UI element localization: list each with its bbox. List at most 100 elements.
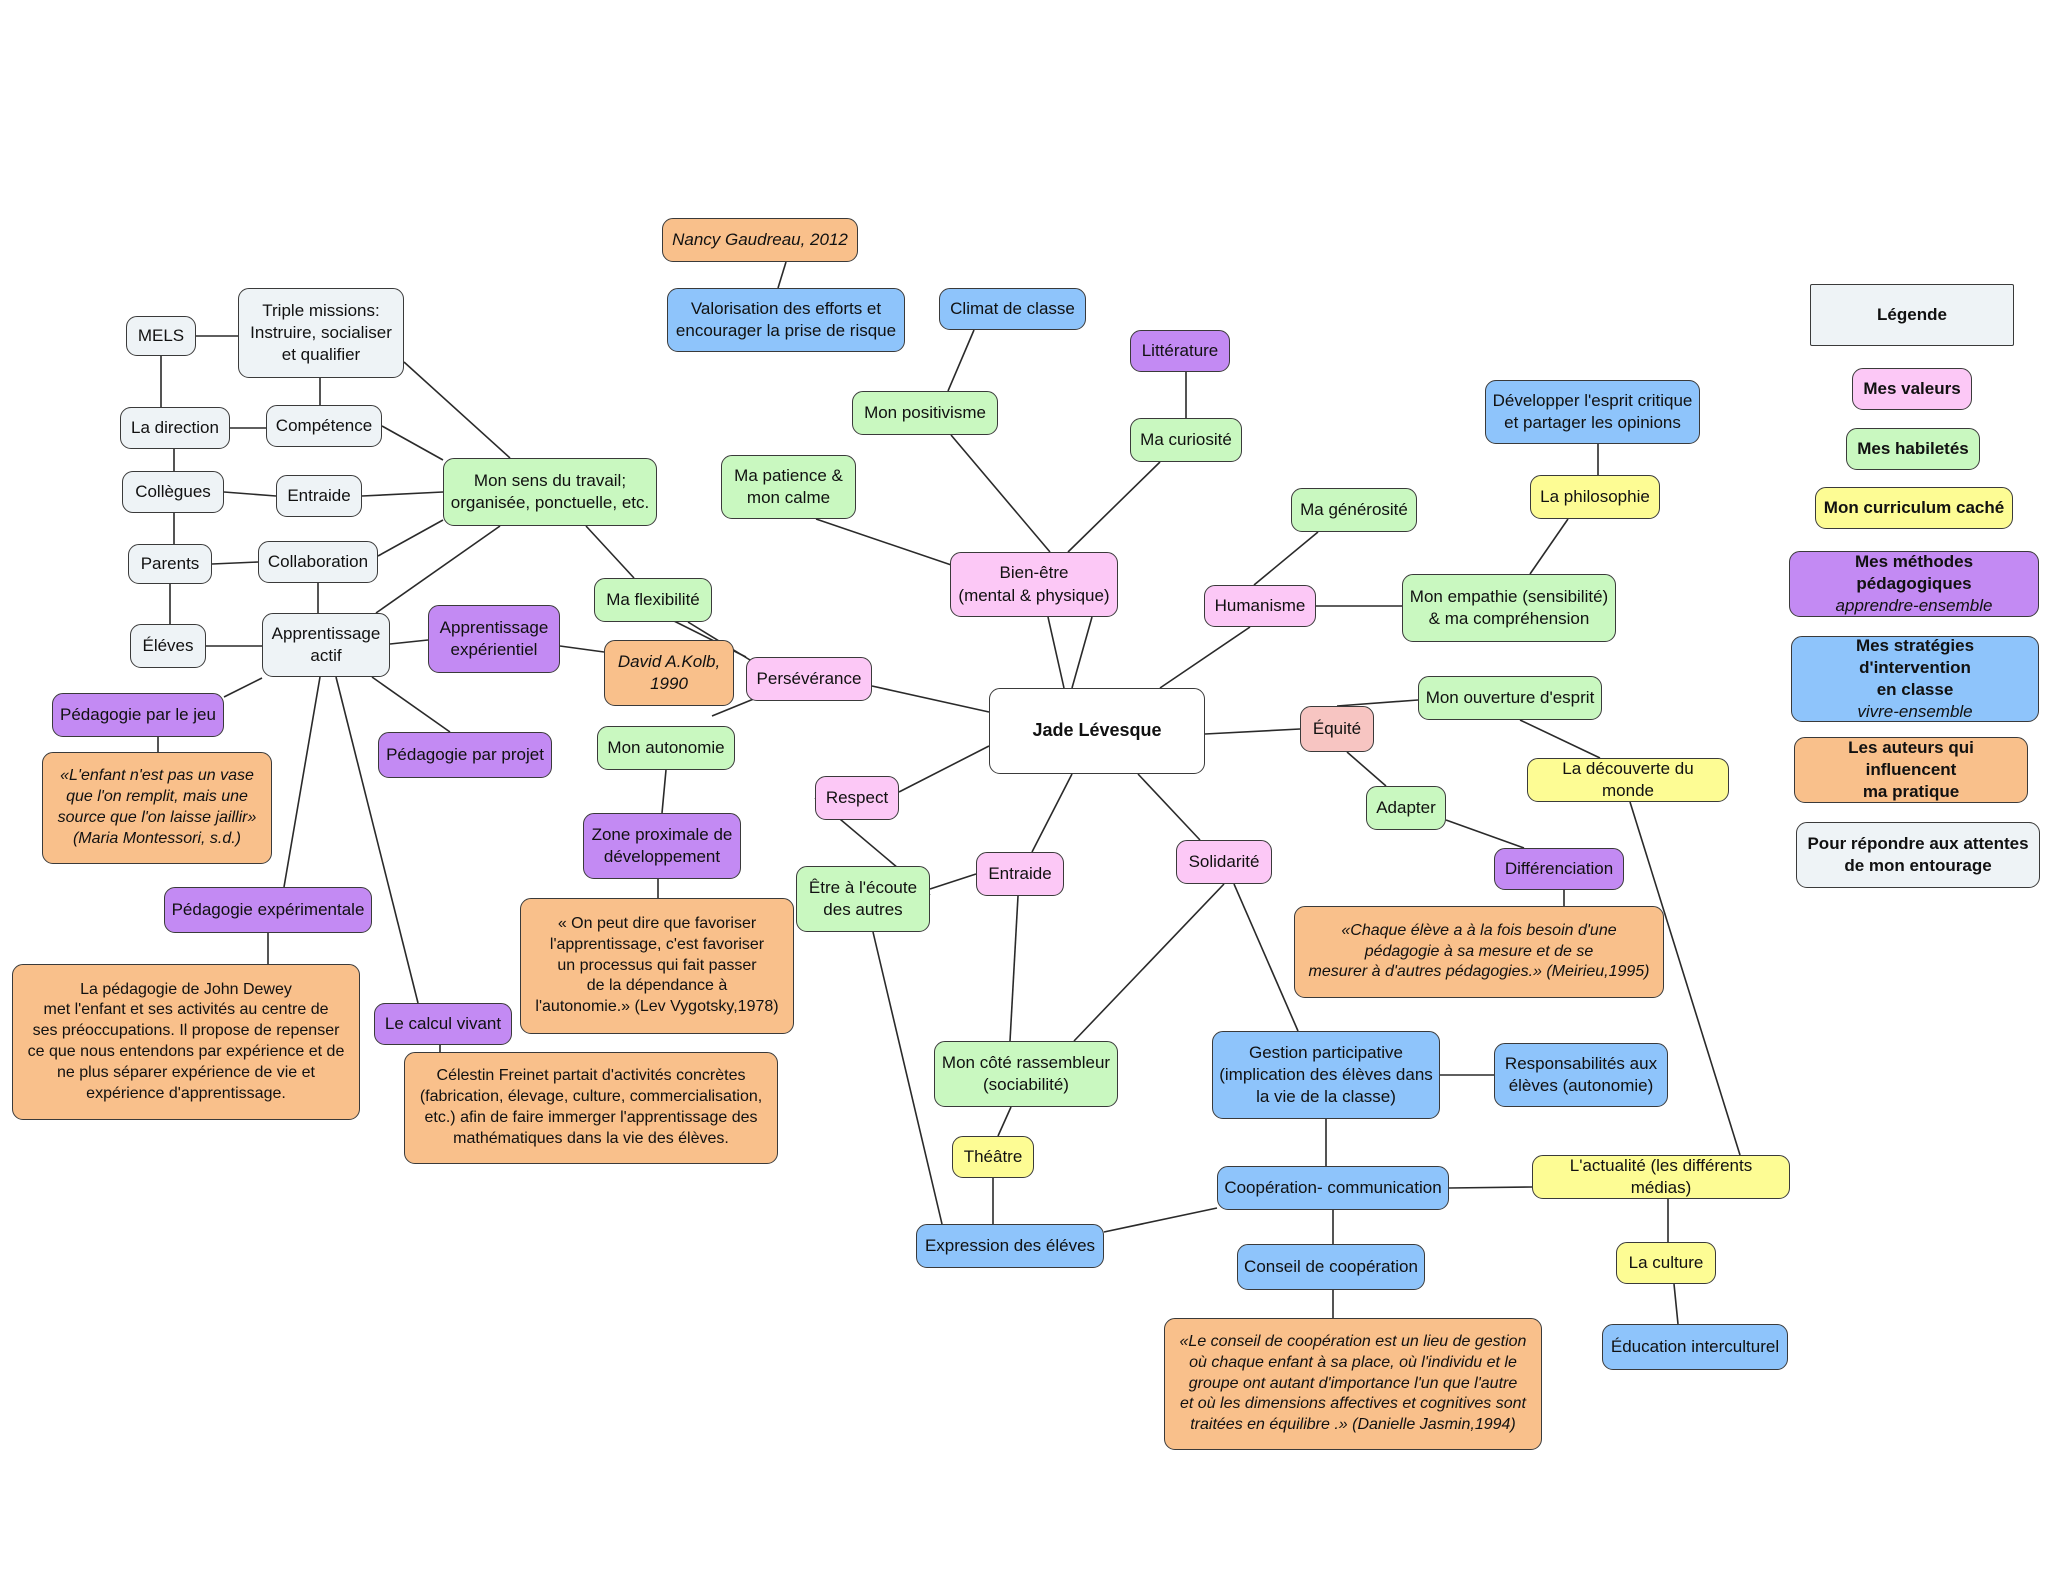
node-theatre[interactable]: Théâtre xyxy=(952,1136,1034,1178)
connector-line xyxy=(1067,461,1161,553)
legend-label: Mes valeurs xyxy=(1863,378,1961,398)
node-label: Éducation interculturel xyxy=(1610,1336,1780,1356)
node-label: Pédagogie par projet xyxy=(386,744,544,764)
node-quote-freinet[interactable]: Célestin Freinet partait d'activités con… xyxy=(404,1052,778,1164)
node-label: Développer l'esprit critique et partager… xyxy=(1492,390,1693,432)
node-quote-dewey[interactable]: La pédagogie de John Dewey met l'enfant … xyxy=(12,964,360,1120)
node-education-interculturel[interactable]: Éducation interculturel xyxy=(1602,1324,1788,1370)
node-label: La culture xyxy=(1628,1252,1704,1272)
node-ma-curiosite[interactable]: Ma curiosité xyxy=(1130,418,1242,462)
node-david-kolb[interactable]: David A.Kolb, 1990 xyxy=(604,640,734,706)
node-mon-autonomie[interactable]: Mon autonomie xyxy=(597,726,735,770)
node-competence[interactable]: Compétence xyxy=(266,405,382,447)
connector-line xyxy=(1253,531,1319,586)
node-entraide-center[interactable]: Entraide xyxy=(976,852,1064,896)
node-label: Triple missions: Instruire, socialiser e… xyxy=(250,300,392,365)
node-label: Climat de classe xyxy=(950,298,1075,318)
connector-line xyxy=(381,425,444,461)
node-responsabilites-aux-eleves[interactable]: Responsabilités aux élèves (autonomie) xyxy=(1494,1043,1668,1107)
node-la-decouverte-du-monde[interactable]: La découverte du monde xyxy=(1527,758,1729,802)
node-label: Mon empathie (sensibilité) & ma compréhe… xyxy=(1409,586,1609,628)
node-etre-a-l-ecoute[interactable]: Être à l'écoute des autres xyxy=(796,866,930,932)
node-collegues[interactable]: Collègues xyxy=(122,471,224,513)
node-zone-proximale[interactable]: Zone proximale de développement xyxy=(583,813,741,879)
connector-line xyxy=(1159,626,1251,689)
connector-line xyxy=(997,1106,1012,1137)
node-eleves[interactable]: Éléves xyxy=(130,624,206,668)
node-label: MELS xyxy=(137,325,185,345)
node-climat-de-classe[interactable]: Climat de classe xyxy=(939,288,1086,330)
node-mon-positivisme[interactable]: Mon positivisme xyxy=(852,391,998,435)
node-mon-cote-rassembleur[interactable]: Mon côté rassembleur (sociabilité) xyxy=(934,1041,1118,1107)
node-nancy-gaudreau[interactable]: Nancy Gaudreau, 2012 xyxy=(662,218,858,262)
node-label: « On peut dire que favoriser l'apprentis… xyxy=(535,915,779,1016)
node-adapter[interactable]: Adapter xyxy=(1366,786,1446,830)
node-label: Mon sens du travail; organisée, ponctuel… xyxy=(450,470,650,512)
node-la-philosophie[interactable]: La philosophie xyxy=(1530,475,1660,519)
node-pedagogie-experimentale[interactable]: Pédagogie expérimentale xyxy=(164,887,372,933)
node-label: Ma générosité xyxy=(1300,499,1408,519)
connector-line xyxy=(872,931,943,1225)
node-valorisation[interactable]: Valorisation des efforts et encourager l… xyxy=(667,288,905,352)
connector-line xyxy=(1529,518,1569,575)
connector-line xyxy=(898,745,990,793)
node-apprentissage-experientiel[interactable]: Apprentissage expérientiel xyxy=(428,605,560,673)
center-node-jade-levesque[interactable]: Jade Lévesque xyxy=(989,688,1205,774)
node-ma-generosite[interactable]: Ma générosité xyxy=(1291,488,1417,532)
node-label: Équité xyxy=(1312,718,1362,738)
node-gestion-participative[interactable]: Gestion participative (implication des é… xyxy=(1212,1031,1440,1119)
connector-line xyxy=(403,361,511,459)
node-label: La philosophie xyxy=(1540,486,1650,506)
node-quote-jasmin[interactable]: «Le conseil de coopération est un lieu d… xyxy=(1164,1318,1542,1450)
node-quote-vygotsky[interactable]: « On peut dire que favoriser l'apprentis… xyxy=(520,898,794,1034)
node-pedagogie-par-projet[interactable]: Pédagogie par projet xyxy=(378,732,552,778)
node-apprentissage-actif[interactable]: Apprentissage actif xyxy=(262,613,390,677)
node-ma-flexibilite[interactable]: Ma flexibilité xyxy=(594,578,712,622)
node-cooperation-communication[interactable]: Coopération- communication xyxy=(1217,1166,1449,1210)
node-la-direction[interactable]: La direction xyxy=(120,407,230,449)
node-entraide-left[interactable]: Entraide xyxy=(276,475,362,517)
node-triple-missions[interactable]: Triple missions: Instruire, socialiser e… xyxy=(238,288,404,378)
node-conseil-de-cooperation[interactable]: Conseil de coopération xyxy=(1237,1244,1425,1290)
connector-line xyxy=(361,491,444,497)
node-la-culture[interactable]: La culture xyxy=(1616,1242,1716,1284)
node-pedagogie-par-le-jeu[interactable]: Pédagogie par le jeu xyxy=(52,693,224,737)
node-mon-sens-du-travail[interactable]: Mon sens du travail; organisée, ponctuel… xyxy=(443,458,657,526)
node-solidarite[interactable]: Solidarité xyxy=(1176,840,1272,884)
node-label: Bien-être (mental & physique) xyxy=(958,563,1110,605)
node-label: «Chaque élève a à la fois besoin d'une p… xyxy=(1308,921,1650,981)
connector-line xyxy=(1073,883,1225,1042)
connector-line xyxy=(871,685,990,713)
node-ma-patience[interactable]: Ma patience & mon calme xyxy=(721,455,856,519)
node-perseverance[interactable]: Persévérance xyxy=(746,657,872,701)
connector-line xyxy=(377,519,444,557)
node-differenciation[interactable]: Différenciation xyxy=(1494,848,1624,890)
node-collaboration[interactable]: Collaboration xyxy=(258,541,378,583)
node-expression-des-eleves[interactable]: Expression des éléves xyxy=(916,1224,1104,1268)
node-le-calcul-vivant[interactable]: Le calcul vivant xyxy=(374,1003,512,1045)
node-quote-montessori[interactable]: «L'enfant n'est pas un vase que l'on rem… xyxy=(42,752,272,864)
node-label: Compétence xyxy=(275,415,373,435)
node-humanisme[interactable]: Humanisme xyxy=(1204,585,1316,627)
node-developper-esprit-critique[interactable]: Développer l'esprit critique et partager… xyxy=(1485,380,1700,444)
node-label: Éléves xyxy=(142,635,194,655)
node-label: Mon ouverture d'esprit xyxy=(1425,687,1595,707)
node-mels[interactable]: MELS xyxy=(126,316,196,356)
node-equite[interactable]: Équité xyxy=(1300,706,1374,752)
node-l-actualite[interactable]: L'actualité (les différents médias) xyxy=(1532,1155,1790,1199)
node-respect[interactable]: Respect xyxy=(815,776,899,820)
node-label: Coopération- communication xyxy=(1224,1177,1442,1197)
node-label: Différenciation xyxy=(1504,858,1614,878)
node-parents[interactable]: Parents xyxy=(128,544,212,584)
connector-line xyxy=(661,769,667,814)
node-label: Théâtre xyxy=(963,1146,1023,1166)
node-bien-etre[interactable]: Bien-être (mental & physique) xyxy=(950,552,1118,617)
node-quote-meirieu[interactable]: «Chaque élève a à la fois besoin d'une p… xyxy=(1294,906,1664,998)
node-mon-empathie[interactable]: Mon empathie (sensibilité) & ma compréhe… xyxy=(1402,574,1616,642)
node-mon-ouverture-d-esprit[interactable]: Mon ouverture d'esprit xyxy=(1418,676,1602,720)
connector-line xyxy=(223,677,263,698)
center-label: Jade Lévesque xyxy=(1032,720,1162,741)
connector-line xyxy=(1445,819,1525,849)
node-litterature[interactable]: Littérature xyxy=(1130,330,1230,372)
